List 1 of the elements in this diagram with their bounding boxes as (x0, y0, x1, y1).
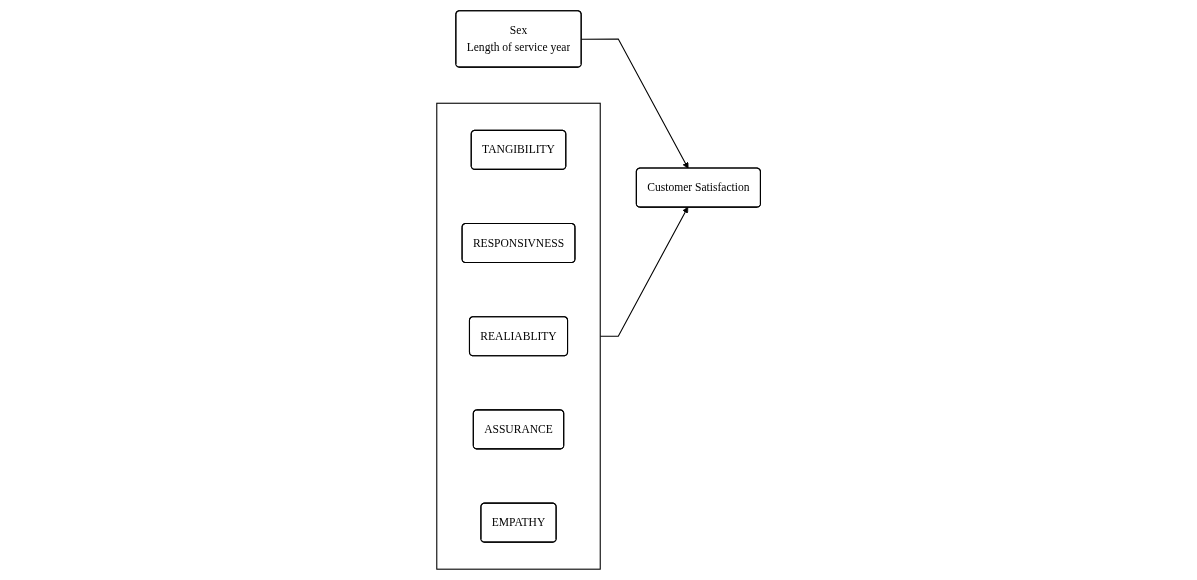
cluster (436, 102, 601, 570)
